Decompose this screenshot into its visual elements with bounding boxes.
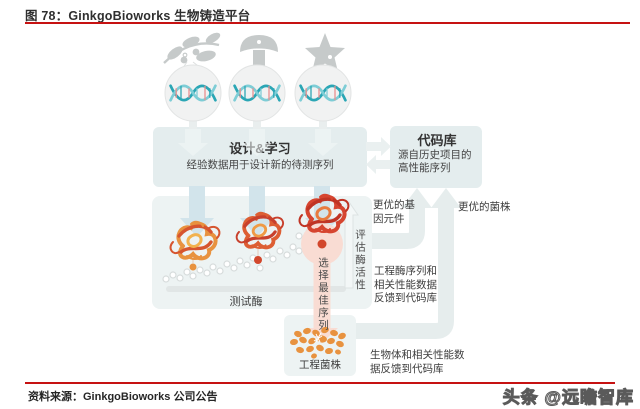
plant-branch-icon [163, 32, 221, 64]
toutiao-yuanzhan-watermark: 头条 @远瞻智库 [502, 388, 634, 408]
figure-title: 图 78：GinkgoBioworks 生物铸造平台 [25, 9, 251, 23]
enzyme-feedback-label: 工程酶序列和 相关性能数据 反馈到代码库 [374, 265, 437, 305]
code-library-title: 代码库 [417, 133, 457, 148]
design-code-exchange-arrows [366, 137, 391, 174]
protein-ribbon-1 [170, 221, 220, 259]
evaluate-activity-label: 评估酶活性 [354, 229, 366, 292]
title-divider-line [25, 22, 630, 24]
organism-feedback-label: 生物体和相关性能数 据反馈到代码库 [370, 349, 465, 375]
code-library-desc: 源自历史项目的高性能序列 [398, 148, 472, 175]
starfish-icon [305, 33, 345, 72]
code-library-box: 代码库 源自历史项目的高性能序列 [390, 126, 482, 188]
up-arrow-gene-elements [402, 188, 432, 208]
dna-sample-circles [164, 64, 352, 129]
test-enzyme-label: 测试酶 [229, 296, 263, 308]
feedback-pipes [356, 188, 461, 339]
select-best-sequence-label: 选择最佳序列 [317, 257, 329, 332]
design-learn-desc: 经验数据用于设计新的待测序列 [186, 158, 334, 171]
best-sequence-dot [317, 239, 327, 249]
better-strains-label: 更优的菌株 [458, 201, 511, 213]
enzyme-score-dot-mid [254, 256, 262, 264]
source-note: 资料来源：GinkgoBioworks 公司公告 [28, 391, 218, 403]
best-sequence-selector [301, 223, 343, 343]
design-box-inlet-arrows [178, 129, 338, 156]
better-gene-elements-label: 更优的基 因元件 [373, 199, 415, 225]
up-arrow-strains [431, 188, 461, 208]
enzyme-score-dot-low [189, 263, 197, 271]
strain-cell-cluster [290, 326, 346, 359]
assay-scatter-dots [162, 228, 313, 283]
assay-axis-bar [166, 286, 346, 292]
footer-divider-line [25, 382, 615, 384]
engineered-strain-label: 工程菌株 [299, 359, 341, 371]
